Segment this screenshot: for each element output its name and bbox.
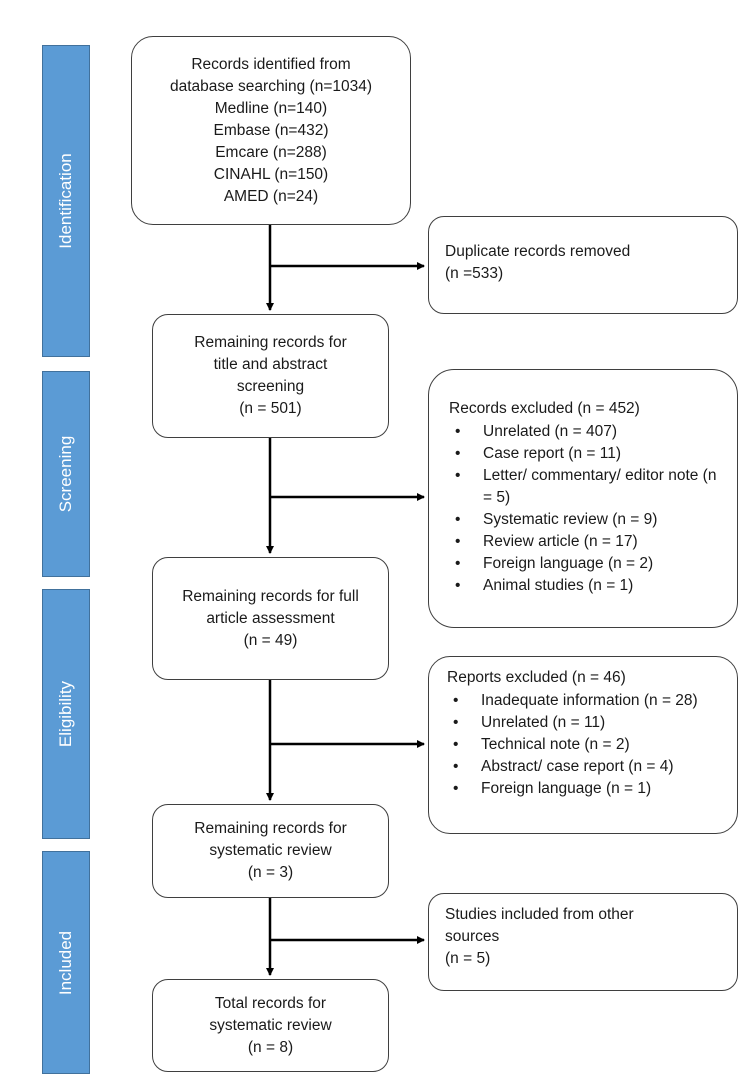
text-line: (n =533) xyxy=(445,265,504,282)
text-line: Duplicate records removed xyxy=(445,243,631,260)
exclusion-list: Inadequate information (n = 28) Unrelate… xyxy=(447,690,723,800)
text-line: Remaining records for xyxy=(194,334,347,351)
text-line: (n = 501) xyxy=(239,400,302,417)
text-line: CINAHL (n=150) xyxy=(213,165,329,183)
text-line: Records identified from xyxy=(191,55,351,73)
text-line: Total records for xyxy=(214,994,327,1012)
text-line: title and abstract xyxy=(213,356,328,373)
text-line: database searching (n=1034) xyxy=(169,77,373,95)
text-line: AMED (n=24) xyxy=(223,187,319,205)
text-line: (n = 49) xyxy=(243,631,298,649)
text-line: (n = 3) xyxy=(247,864,294,881)
exclusion-title: Records excluded (n = 452) xyxy=(449,400,640,417)
text-line: article assessment xyxy=(206,609,335,627)
box-screening-excluded: Records excluded (n = 452) Unrelated (n … xyxy=(428,369,738,628)
text-line: Studies included from other xyxy=(445,906,634,923)
box-records-identified: Records identified from database searchi… xyxy=(131,36,411,225)
text-line: systematic review xyxy=(209,1016,332,1034)
text-line: sources xyxy=(445,928,500,945)
text-line: Emcare (n=288) xyxy=(215,143,327,161)
list-item: Abstract/ case report (n = 4) xyxy=(447,756,723,778)
list-item: Review article (n = 17) xyxy=(449,531,723,553)
exclusion-list: Unrelated (n = 407) Case report (n = 11)… xyxy=(449,421,723,597)
list-item: Systematic review (n = 9) xyxy=(449,509,723,531)
box-duplicates-removed: Duplicate records removed (n =533) xyxy=(428,216,738,314)
list-item: Foreign language (n = 2) xyxy=(449,553,723,575)
box-eligibility-excluded: Reports excluded (n = 46) Inadequate inf… xyxy=(428,656,738,834)
text-line: systematic review xyxy=(209,842,332,859)
text-line: screening xyxy=(236,378,305,395)
box-total-records: Total records for systematic review (n =… xyxy=(152,979,389,1072)
stage-screening: Screening xyxy=(42,371,90,577)
list-item: Unrelated (n = 11) xyxy=(447,712,723,734)
text-line: Embase (n=432) xyxy=(213,121,329,139)
box-full-article-assessment: Remaining records for full article asses… xyxy=(152,557,389,680)
list-item: Case report (n = 11) xyxy=(449,443,723,465)
list-item: Inadequate information (n = 28) xyxy=(447,690,723,712)
box-title-abstract-screening: Remaining records for title and abstract… xyxy=(152,314,389,438)
box-other-sources: Studies included from other sources (n =… xyxy=(428,893,738,991)
text-line: (n = 5) xyxy=(445,950,491,967)
stage-identification: Identification xyxy=(42,45,90,357)
list-item: Foreign language (n = 1) xyxy=(447,778,723,800)
exclusion-title: Reports excluded (n = 46) xyxy=(447,669,626,686)
stage-eligibility: Eligibility xyxy=(42,589,90,839)
stage-included: Included xyxy=(42,851,90,1074)
text-line: Remaining records for xyxy=(194,820,347,837)
list-item: Technical note (n = 2) xyxy=(447,734,723,756)
list-item: Letter/ commentary/ editor note (n = 5) xyxy=(449,465,723,509)
list-item: Unrelated (n = 407) xyxy=(449,421,723,443)
text-line: Remaining records for full xyxy=(182,587,359,605)
text-line: Medline (n=140) xyxy=(214,99,328,117)
text-line: (n = 8) xyxy=(247,1038,294,1056)
list-item: Animal studies (n = 1) xyxy=(449,575,723,597)
box-systematic-review: Remaining records for systematic review … xyxy=(152,804,389,898)
